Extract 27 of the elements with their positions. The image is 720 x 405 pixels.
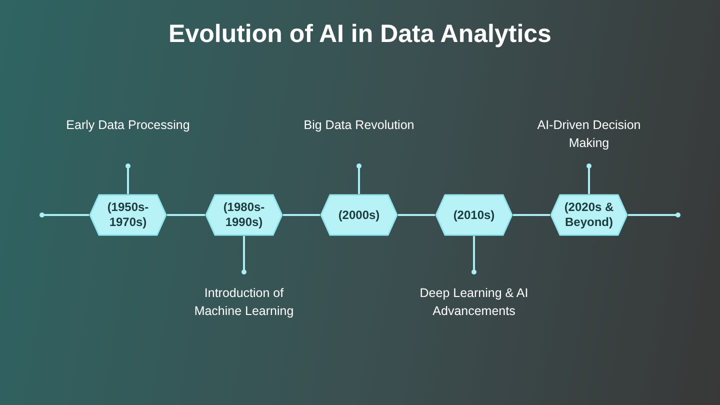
period-label: (1950s- 1970s)	[106, 200, 150, 230]
connector-line	[472, 236, 476, 274]
period-label: (1980s- 1990s)	[222, 200, 266, 230]
milestone-label: Introduction of Machine Learning	[164, 272, 324, 324]
connector-line	[628, 212, 680, 218]
period-label: (2010s)	[452, 208, 496, 222]
connector-line	[586, 164, 592, 194]
connector-line	[40, 212, 89, 218]
hexagon-node	[550, 194, 628, 236]
milestone-label: Deep Learning & AI Advancements	[394, 272, 554, 324]
connector-line	[283, 214, 320, 216]
hexagon-node	[320, 194, 398, 236]
connector-line	[167, 214, 205, 216]
connector-line	[513, 214, 550, 216]
hexagon-node	[89, 194, 167, 236]
milestone-label: Big Data Revolution	[279, 112, 439, 166]
period-label: (2020s & Beyond)	[563, 200, 615, 230]
period-label: (2000s)	[337, 208, 381, 222]
milestone-label: Early Data Processing	[48, 112, 208, 166]
connector-line	[398, 214, 435, 216]
connector-line	[126, 164, 130, 194]
hexagon-node	[205, 194, 283, 236]
hexagon-node	[435, 194, 513, 236]
connector-line	[242, 236, 246, 274]
title: Evolution of AI in Data Analytics	[168, 19, 552, 50]
milestone-label: AI-Driven Decision Making	[509, 112, 669, 166]
connector-line	[356, 164, 362, 194]
